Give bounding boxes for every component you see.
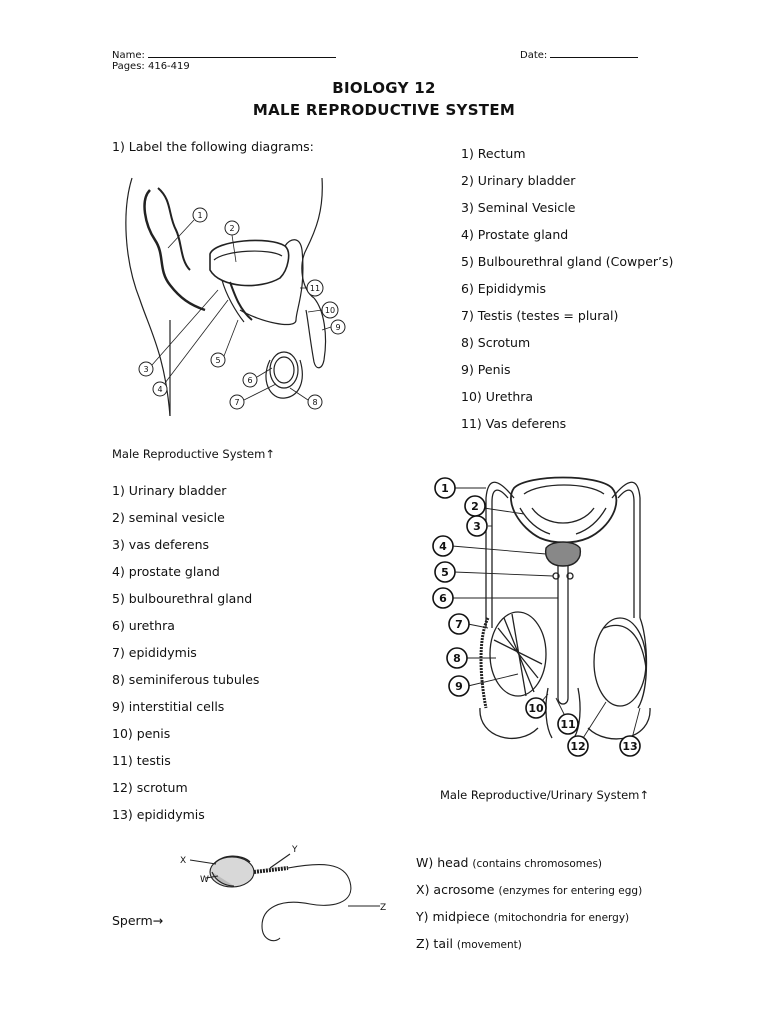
name-blank[interactable] (148, 46, 336, 58)
list-item: 13) epididymis (112, 807, 205, 822)
diagram2-caption: Male Reproductive/Urinary System↑ (440, 788, 649, 802)
marker-y: Y (291, 845, 298, 855)
marker-10: 10 (325, 306, 335, 315)
list-item: Y) midpiece (mitochondria for energy) (416, 909, 629, 924)
marker-4: 4 (157, 385, 162, 394)
list-item: 1) Urinary bladder (112, 483, 226, 498)
sperm-label: Sperm→ (112, 913, 163, 928)
marker-9: 9 (335, 323, 340, 332)
marker-5: 5 (215, 356, 220, 365)
marker-11: 11 (310, 284, 320, 293)
list-item: 8) seminiferous tubules (112, 672, 259, 687)
list-item: 10) Urethra (461, 389, 533, 404)
name-label: Name: (112, 50, 145, 61)
marker-11: 11 (560, 718, 575, 731)
marker-z: Z (380, 903, 386, 913)
marker-2: 2 (229, 224, 234, 233)
date-blank[interactable] (550, 46, 638, 58)
diagram1-caption: Male Reproductive System↑ (112, 447, 275, 461)
list-item: 12) scrotum (112, 780, 188, 795)
marker-8: 8 (453, 652, 461, 665)
name-row: Name: (112, 46, 336, 61)
marker-7: 7 (234, 398, 239, 407)
list-item: 5) Bulbourethral gland (Cowper’s) (461, 254, 673, 269)
list-item: 1) Rectum (461, 146, 526, 161)
frontal-diagram: 1 2 3 4 5 6 7 8 9 10 11 12 13 (428, 468, 663, 760)
pages-label: Pages: 416-419 (112, 61, 190, 72)
marker-3: 3 (143, 365, 148, 374)
list-item: 5) bulbourethral gland (112, 591, 252, 606)
list-item: 9) Penis (461, 362, 511, 377)
list-item: 3) Seminal Vesicle (461, 200, 575, 215)
date-label: Date: (520, 50, 547, 61)
date-row: Date: (520, 46, 638, 61)
list-item: Z) tail (movement) (416, 936, 522, 951)
marker-7: 7 (455, 618, 463, 631)
list-item: 6) Epididymis (461, 281, 546, 296)
marker-4: 4 (439, 540, 447, 553)
marker-6: 6 (247, 376, 252, 385)
list-item: X) acrosome (enzymes for entering egg) (416, 882, 642, 897)
page-title: BIOLOGY 12 (0, 79, 768, 97)
marker-w: W (200, 875, 209, 885)
diagram2-label-list: 1) Urinary bladder 2) seminal vesicle 3)… (112, 483, 412, 833)
marker-5: 5 (441, 566, 449, 579)
list-item: 7) Testis (testes = plural) (461, 308, 618, 323)
marker-10: 10 (528, 702, 544, 715)
list-item: 9) interstitial cells (112, 699, 224, 714)
marker-8: 8 (312, 398, 317, 407)
marker-2: 2 (471, 500, 479, 513)
list-item: 7) epididymis (112, 645, 197, 660)
page-subtitle: MALE REPRODUCTIVE SYSTEM (0, 101, 768, 119)
list-item: 11) Vas deferens (461, 416, 566, 431)
list-item: 11) testis (112, 753, 171, 768)
marker-12: 12 (570, 740, 585, 753)
marker-x: X (180, 856, 186, 866)
marker-1: 1 (197, 211, 202, 220)
marker-3: 3 (473, 520, 481, 533)
list-item: W) head (contains chromosomes) (416, 855, 602, 870)
list-item: 10) penis (112, 726, 170, 741)
list-item: 3) vas deferens (112, 537, 209, 552)
list-item: 6) urethra (112, 618, 175, 633)
marker-13: 13 (622, 740, 637, 753)
question-1: 1) Label the following diagrams: (112, 139, 314, 154)
sagittal-diagram: 1 2 3 4 5 6 7 8 9 10 11 (110, 170, 350, 420)
sperm-diagram: X Y W Z (170, 842, 400, 960)
list-item: 2) seminal vesicle (112, 510, 225, 525)
list-item: 2) Urinary bladder (461, 173, 575, 188)
list-item: 4) prostate gland (112, 564, 220, 579)
marker-9: 9 (455, 680, 463, 693)
sperm-parts-list: W) head (contains chromosomes) X) acroso… (416, 855, 756, 955)
diagram1-label-list: 1) Rectum 2) Urinary bladder 3) Seminal … (461, 146, 761, 436)
marker-1: 1 (441, 482, 449, 495)
list-item: 4) Prostate gland (461, 227, 568, 242)
marker-6: 6 (439, 592, 447, 605)
list-item: 8) Scrotum (461, 335, 530, 350)
